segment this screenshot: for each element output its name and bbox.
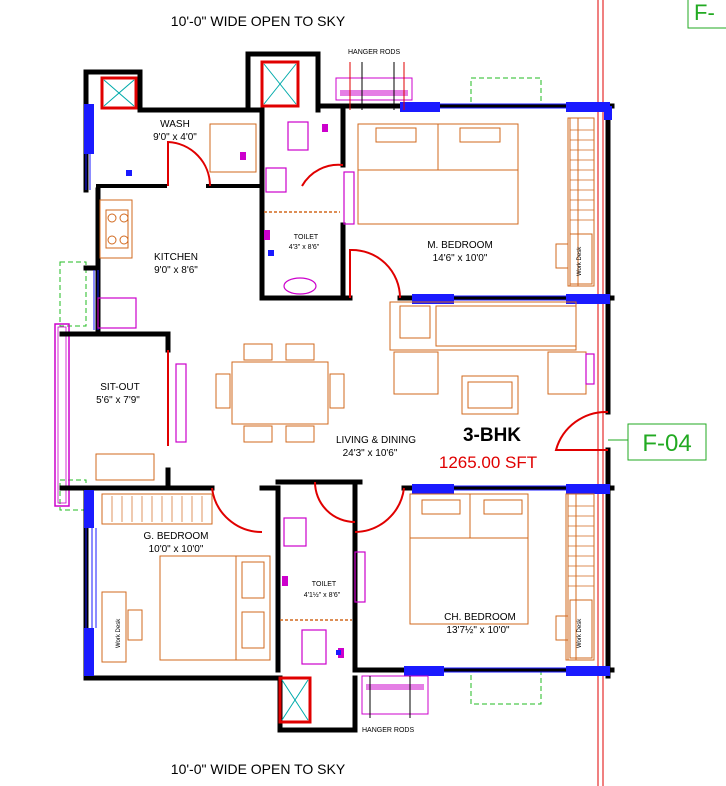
walls [59,51,615,733]
flat-tag: F-04 [608,423,707,461]
sitout-railing [54,323,70,507]
toilet1-size: 4'3" x 8'6" [289,244,320,251]
flat-tag-partial: F- [687,0,726,29]
wash-name: WASH [160,119,190,130]
hanger-rods-top-label: HANGER RODS [348,49,400,56]
plot-boundary [597,0,604,786]
sitout-name: SIT-OUT [100,382,139,393]
wardrobe-shelves [111,129,594,587]
toilet2-size: 4'1½" x 8'6" [304,591,341,599]
master-name: M. BEDROOM [427,240,493,251]
duct-shafts [100,60,312,724]
work-desk-label-child: Work Desk [577,618,583,648]
window-panes [85,103,566,673]
master-size: 14'6" x 10'0" [433,253,488,264]
living-size: 24'3" x 10'6" [343,448,398,459]
duct-crosses [103,63,309,721]
living-name: LIVING & DINING [336,435,416,446]
room-labels: WASH 9'0" x 4'0" KITCHEN 9'0" x 8'6" TOI… [96,119,583,648]
doors [167,140,609,534]
child-size: 13'7½" x 10'0" [446,625,510,636]
hanger-rods-bottom: HANGER RODS [361,675,429,734]
flat-tag-partial-text: F- [694,0,715,25]
fixture-dots [126,170,341,655]
toilet1-name: TOILET [294,234,319,241]
guest-name: G. BEDROOM [143,531,208,542]
toilet2-name: TOILET [312,581,337,588]
toilet-partition [264,211,352,621]
furniture [95,117,595,663]
flat-summary: 3-BHK 1265.00 SFT [439,425,537,472]
flat-area: 1265.00 SFT [439,453,537,472]
work-desk-label-master: Work Desk [577,246,583,276]
bottom-open-to-sky-note: 10'-0" WIDE OPEN TO SKY [171,761,346,777]
kitchen-size: 9'0" x 8'6" [154,265,198,276]
windows [84,102,612,676]
hanger-rods-bottom-label: HANGER RODS [362,727,414,734]
hanger-rods-top: HANGER RODS [335,49,413,110]
guest-size: 10'0" x 10'0" [149,544,204,555]
flat-type: 3-BHK [463,425,521,446]
work-desk-label-guest: Work Desk [116,618,122,648]
flat-tag-text: F-04 [642,430,691,457]
child-name: CH. BEDROOM [444,612,516,623]
top-open-to-sky-note: 10'-0" WIDE OPEN TO SKY [171,13,346,29]
sitout-size: 5'6" x 7'9" [96,395,140,406]
wash-size: 9'0" x 4'0" [153,132,197,143]
kitchen-name: KITCHEN [154,252,198,263]
sanitary-fixtures [97,121,595,665]
